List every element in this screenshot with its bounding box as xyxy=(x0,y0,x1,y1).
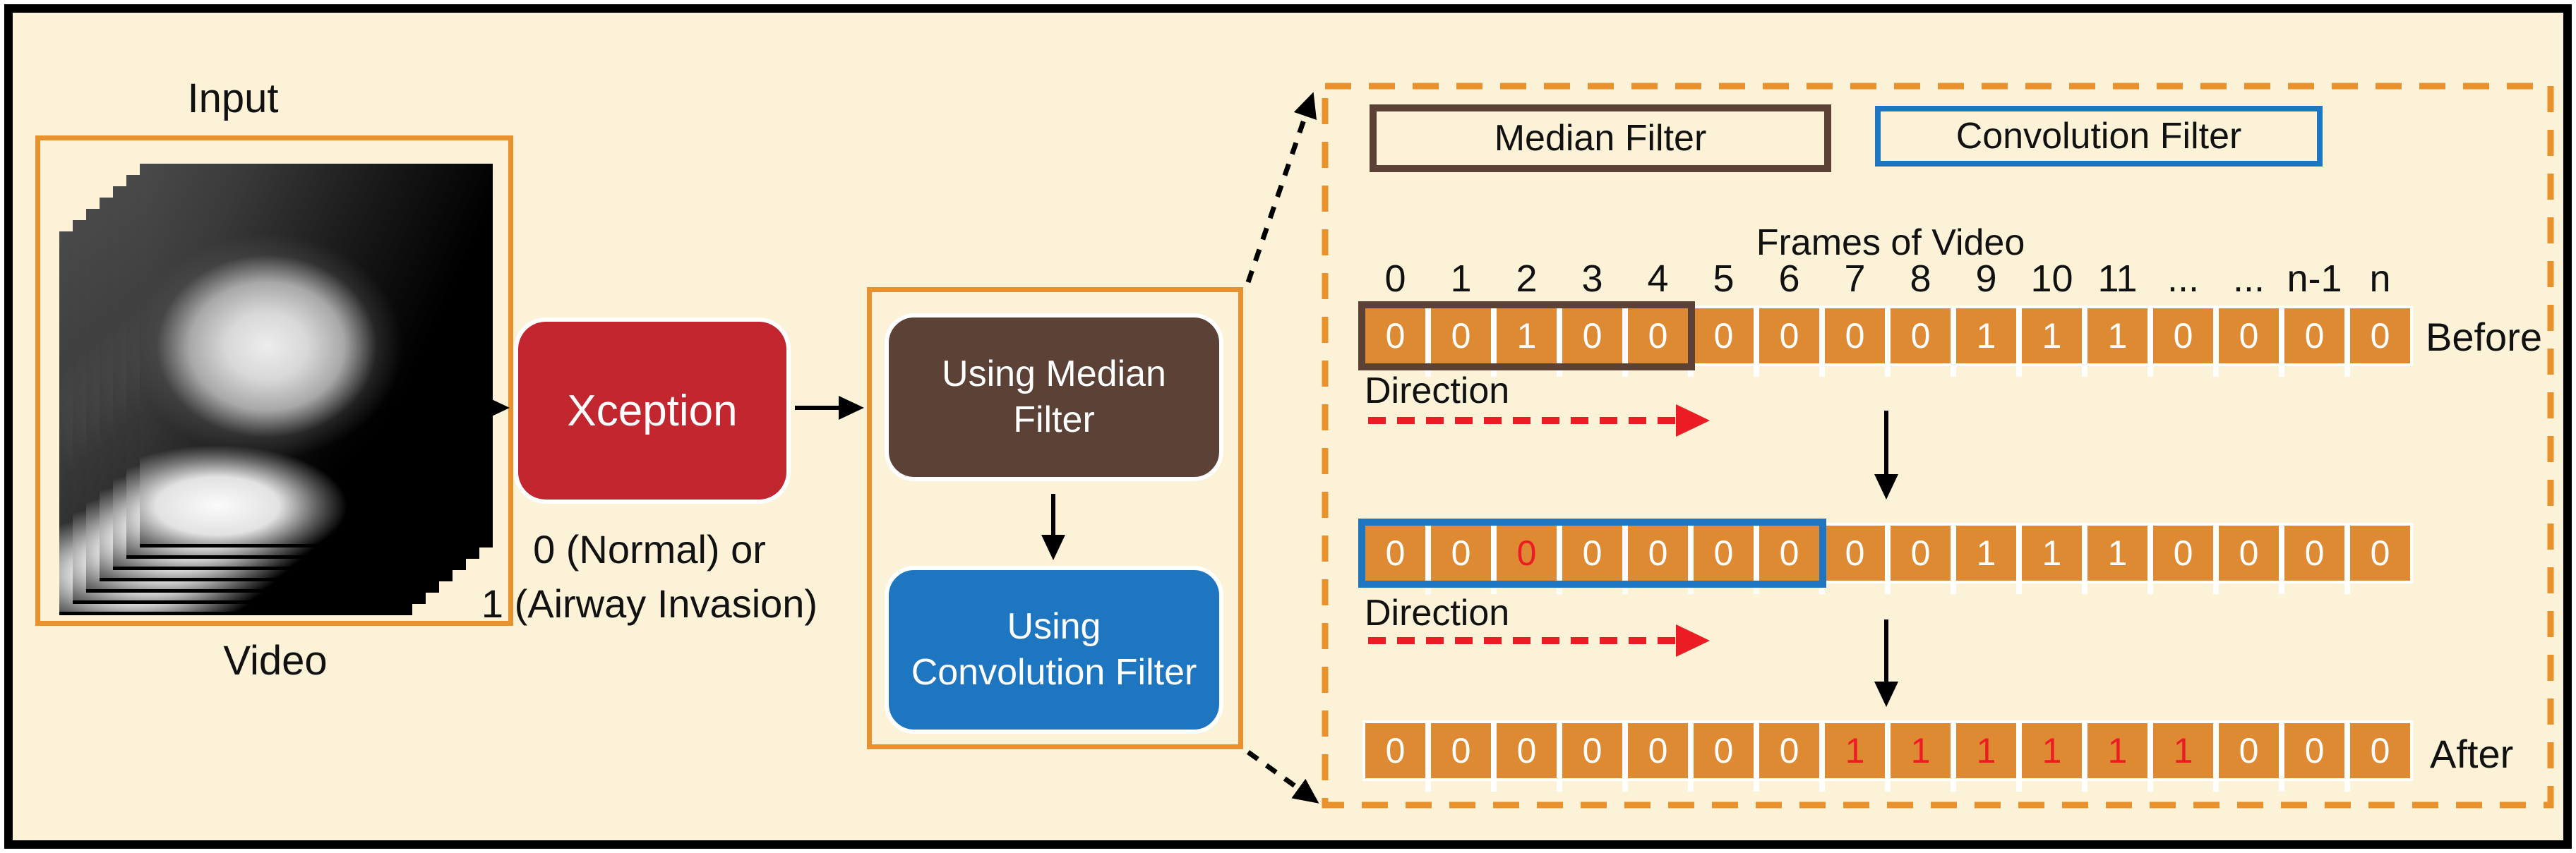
frame-cell: 0 xyxy=(1825,526,1885,581)
frame-cell: 1 xyxy=(1956,723,2016,778)
frame-cell: 0 xyxy=(2153,526,2213,581)
frame-cell: 0 xyxy=(1891,526,1951,581)
frame-index-label: 6 xyxy=(1778,258,1800,300)
frame-cell: 0 xyxy=(1497,723,1557,778)
frame-index-label: 11 xyxy=(2097,258,2138,300)
filter-steps-container xyxy=(867,287,1243,749)
frame-cell: 1 xyxy=(1891,723,1951,778)
frame-cell: 0 xyxy=(1759,526,1819,581)
frame-cell: 0 xyxy=(1562,526,1622,581)
using-median-filter-box: Using Median Filter xyxy=(885,313,1223,481)
frame-cell: 0 xyxy=(2219,723,2279,778)
video-frame-stack xyxy=(35,135,513,626)
using-median-filter-label: Using Median Filter xyxy=(942,353,1166,440)
frame-indices: 0 1 2 3 4 5 6 7 8 9 10 11...... n-1 n xyxy=(1365,257,2410,301)
direction-label-1: Direction xyxy=(1365,370,1510,411)
cell-tick-marks xyxy=(1365,781,2410,792)
using-convolution-filter-label: Using Convolution Filter xyxy=(911,606,1197,693)
frame-cell: 0 xyxy=(1891,308,1951,363)
frame-cell: 0 xyxy=(1562,723,1622,778)
before-label: Before xyxy=(2426,315,2542,359)
frame-cell: 1 xyxy=(1956,526,2016,581)
frame-index-label: 10 xyxy=(2030,258,2073,300)
frame-cell: 0 xyxy=(2350,526,2410,581)
frame-cell: 0 xyxy=(2350,308,2410,363)
video-box-border xyxy=(35,135,513,626)
frame-cell: 1 xyxy=(2087,526,2147,581)
frame-cell: 1 xyxy=(2022,723,2082,778)
convolution-filter-legend-box: Convolution Filter xyxy=(1875,106,2323,167)
frame-cell: 0 xyxy=(1694,308,1754,363)
frame-cell: 0 xyxy=(1694,723,1754,778)
frame-index-label: 5 xyxy=(1713,258,1735,300)
frame-index-label: 4 xyxy=(1647,258,1669,300)
xception-box: Xception xyxy=(514,317,791,504)
frame-index-label: 7 xyxy=(1844,258,1866,300)
frame-cell: 0 xyxy=(1562,308,1622,363)
video-label: Video xyxy=(223,638,328,684)
frame-cell: 0 xyxy=(1431,308,1491,363)
frame-cell: 0 xyxy=(1628,723,1688,778)
frame-index-label: ... xyxy=(2232,258,2265,300)
frame-cell: 0 xyxy=(2350,723,2410,778)
frame-cell: 1 xyxy=(2087,308,2147,363)
frame-cell: 1 xyxy=(1956,308,2016,363)
classifier-output-text: 0 (Normal) or 1 (Airway Invasion) xyxy=(438,522,861,631)
convolution-filter-legend-label: Convolution Filter xyxy=(1955,116,2242,157)
frame-cell: 1 xyxy=(2022,526,2082,581)
after-label: After xyxy=(2430,732,2514,776)
xception-label: Xception xyxy=(567,386,738,435)
frame-cell: 0 xyxy=(2153,308,2213,363)
frame-cell: 0 xyxy=(1365,308,1425,363)
frame-index-label: n-1 xyxy=(2287,258,2342,300)
frame-cell: 0 xyxy=(2284,723,2344,778)
frame-index-label: 9 xyxy=(1975,258,1997,300)
frame-cell: 1 xyxy=(2022,308,2082,363)
frame-cell: 0 xyxy=(1759,723,1819,778)
frame-cell: 0 xyxy=(1365,526,1425,581)
frame-cell: 0 xyxy=(1628,526,1688,581)
frame-cell: 0 xyxy=(1431,526,1491,581)
frame-cell: 0 xyxy=(2284,308,2344,363)
frame-cell: 0 xyxy=(2219,308,2279,363)
frame-index-label: ... xyxy=(2167,258,2199,300)
frame-cell: 1 xyxy=(1497,308,1557,363)
direction-label-2: Direction xyxy=(1365,593,1510,634)
frame-index-label: 3 xyxy=(1581,258,1603,300)
frame-cell: 0 xyxy=(1431,723,1491,778)
median-filter-legend-label: Median Filter xyxy=(1494,118,1707,159)
frame-index-label: 8 xyxy=(1910,258,1931,300)
frame-cell: 1 xyxy=(2153,723,2213,778)
result-line-1: 0 (Normal) or xyxy=(533,527,766,571)
frame-index-label: 2 xyxy=(1516,258,1538,300)
frame-cell: 0 xyxy=(1694,526,1754,581)
frame-cell: 0 xyxy=(2284,526,2344,581)
frame-cell: 0 xyxy=(1365,723,1425,778)
frame-cell: 1 xyxy=(2087,723,2147,778)
median-filter-legend-box: Median Filter xyxy=(1370,104,1831,172)
frame-index-label: n xyxy=(2369,258,2391,300)
frame-cell: 0 xyxy=(1825,308,1885,363)
frame-cell: 0 xyxy=(1759,308,1819,363)
input-label: Input xyxy=(187,75,279,121)
video-frame-front xyxy=(140,164,493,548)
using-convolution-filter-box: Using Convolution Filter xyxy=(885,566,1223,734)
frame-cell: 0 xyxy=(2219,526,2279,581)
frame-cell: 1 xyxy=(1825,723,1885,778)
frame-cell: 0 xyxy=(1497,526,1557,581)
result-line-2: 1 (Airway Invasion) xyxy=(481,581,818,627)
frame-cell: 0 xyxy=(1628,308,1688,363)
frame-index-label: 0 xyxy=(1384,258,1406,300)
frame-index-label: 1 xyxy=(1450,258,1472,300)
